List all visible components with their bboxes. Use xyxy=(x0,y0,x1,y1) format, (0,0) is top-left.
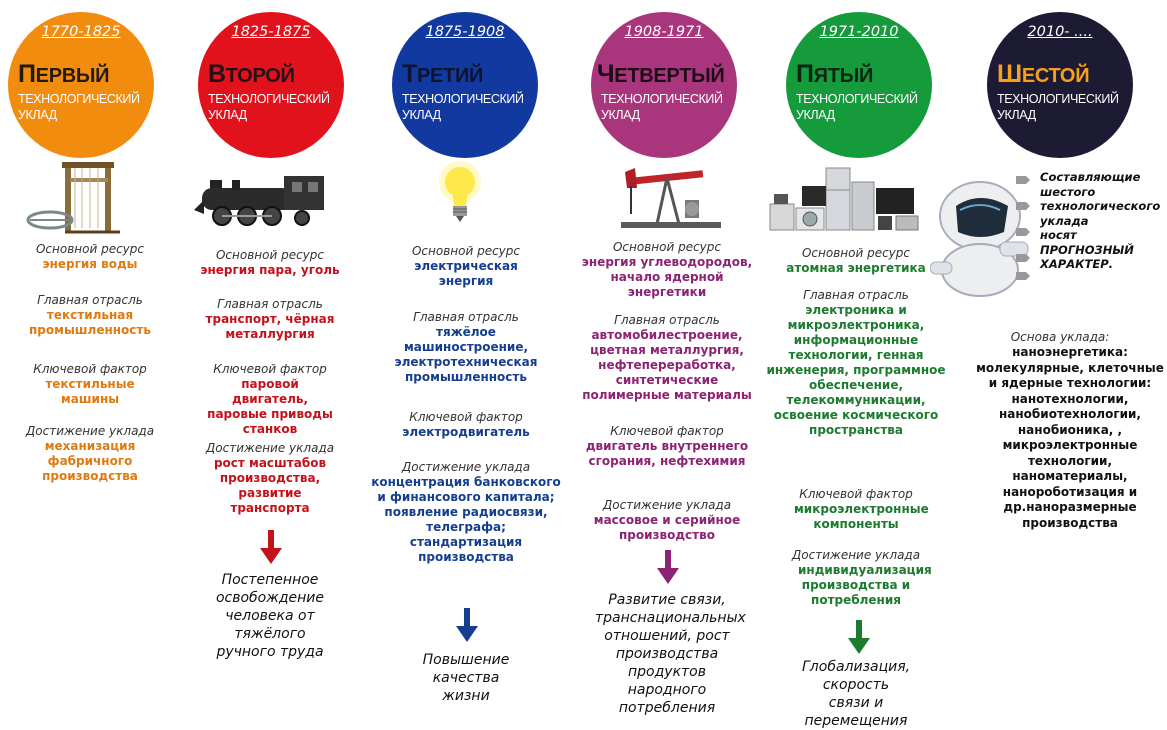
bullet-arrows-icon xyxy=(1016,176,1030,280)
oil-pump-icon xyxy=(621,168,721,228)
factor-block-5: Ключевой фактор микроэлектронные компоне… xyxy=(794,487,929,531)
title-5: ПЯТЫЙ xyxy=(796,60,874,88)
years-3: 1875-1908 xyxy=(425,24,505,40)
industry-block-1: Главная отрасль текстильная промышленнос… xyxy=(29,293,151,337)
sixth-note: Составляющие шестого технологического ук… xyxy=(1040,170,1161,271)
factor-block-3: Ключевой фактор электродвигатель xyxy=(402,410,530,439)
resource-block-4: Основной ресурс энергия углеводородов, н… xyxy=(581,240,753,299)
robot-icon xyxy=(930,181,1029,297)
circle-4: 1908-1971 ЧЕТВЕРТЫЙ технологическийуклад xyxy=(591,12,737,158)
factor-block-1: Ключевой фактор текстильные машины xyxy=(33,362,147,406)
title-2: ВТОРОЙ xyxy=(208,60,295,88)
resource-block-2: Основной ресурс энергия пара, уголь xyxy=(200,248,340,277)
years-2: 1825-1875 xyxy=(231,24,311,40)
column-1: 1770-1825 ПЕРВЫЙ технологическийуклад Ос… xyxy=(0,0,180,722)
resource-block-3: Основной ресурс электрическая энергия xyxy=(411,244,521,288)
column-5: 1971-2010 ПЯТЫЙ технологическийуклад Осн… xyxy=(766,0,946,729)
basis-label: Основа уклада: xyxy=(1010,330,1110,344)
column-4: 1908-1971 ЧЕТВЕРТЫЙ технологическийуклад… xyxy=(577,0,757,722)
result-4: Развитие связи, транснациональных отноше… xyxy=(595,592,746,716)
circle-6: 2010- .... ШЕСТОЙ технологическийуклад xyxy=(987,12,1133,158)
industry-block-2: Главная отрасль транспорт, чёрная металл… xyxy=(205,297,335,341)
title-6: ШЕСТОЙ xyxy=(997,60,1090,88)
subtitle-5: технологическийуклад xyxy=(796,92,918,122)
subtitle-3: технологическийуклад xyxy=(402,92,524,122)
achieve-block-2: Достижение уклада рост масштабов произво… xyxy=(205,441,335,515)
column-6: 2010- .... ШЕСТОЙ технологическийуклад xyxy=(967,0,1147,722)
subtitle-6: технологическийуклад xyxy=(997,92,1119,122)
subtitle-2: технологическийуклад xyxy=(208,92,330,122)
title-1: ПЕРВЫЙ xyxy=(18,60,110,88)
column-2: 1825-1875 ВТОРОЙ технологическийуклад Ос… xyxy=(180,0,360,722)
factor-block-2: Ключевой фактор паровой двигатель, паров… xyxy=(207,362,333,436)
years-6: 2010- .... xyxy=(1027,24,1093,40)
years-1: 1770-1825 xyxy=(41,24,121,40)
subtitle-4: технологическийуклад xyxy=(601,92,723,122)
circle-3: 1875-1908 ТРЕТИЙ технологическийуклад xyxy=(392,12,538,158)
loom-machine-icon xyxy=(26,162,120,234)
resource-block-1: Основной ресурс энергия воды xyxy=(35,242,145,271)
basis-value: наноэнергетика: молекулярные, клеточные … xyxy=(976,345,1164,530)
years-5: 1971-2010 xyxy=(819,24,899,40)
resource-block-5: Основной ресурс атомная энергетика xyxy=(786,246,926,275)
electronics-icon xyxy=(769,167,919,231)
result-3: Повышение качества жизни xyxy=(422,652,510,704)
factor-block-4: Ключевой фактор двигатель внутреннего сг… xyxy=(585,424,749,468)
light-bulb-icon xyxy=(439,161,481,222)
years-4: 1908-1971 xyxy=(624,24,704,40)
down-arrow-icon xyxy=(260,530,282,564)
industry-block-3: Главная отрасль тяжёлое машиностроение, … xyxy=(394,310,538,384)
title-4: ЧЕТВЕРТЫЙ xyxy=(597,60,725,88)
title-3: ТРЕТИЙ xyxy=(402,60,484,88)
achieve-block-3: Достижение уклада концентрация банковско… xyxy=(371,460,561,564)
achieve-block-4: Достижение уклада массовое и серийное пр… xyxy=(593,498,741,542)
circle-5: 1971-2010 ПЯТЫЙ технологическийуклад xyxy=(786,12,932,158)
down-arrow-icon xyxy=(456,608,478,642)
result-5: Глобализация, скорость связи и перемещен… xyxy=(802,659,911,729)
achieve-block-1: Достижение уклада механизация фабричного… xyxy=(25,424,155,483)
down-arrow-icon xyxy=(657,550,679,584)
column-3: 1875-1908 ТРЕТИЙ технологическийуклад Ос… xyxy=(371,0,561,722)
industry-block-5: Главная отрасль электроника и микроэлект… xyxy=(766,288,946,437)
circle-1: 1770-1825 ПЕРВЫЙ технологическийуклад xyxy=(8,12,154,158)
subtitle-1: технологическийуклад xyxy=(18,92,140,122)
result-2: Постепенное освобождение человека от тяж… xyxy=(215,572,325,660)
achieve-block-5: Достижение уклада индивидуализация произ… xyxy=(791,548,932,607)
down-arrow-icon xyxy=(848,620,870,654)
industry-block-4: Главная отрасль автомобилестроение, цвет… xyxy=(582,313,752,402)
steam-locomotive-icon xyxy=(194,176,324,226)
circle-2: 1825-1875 ВТОРОЙ технологическийуклад xyxy=(198,12,344,158)
